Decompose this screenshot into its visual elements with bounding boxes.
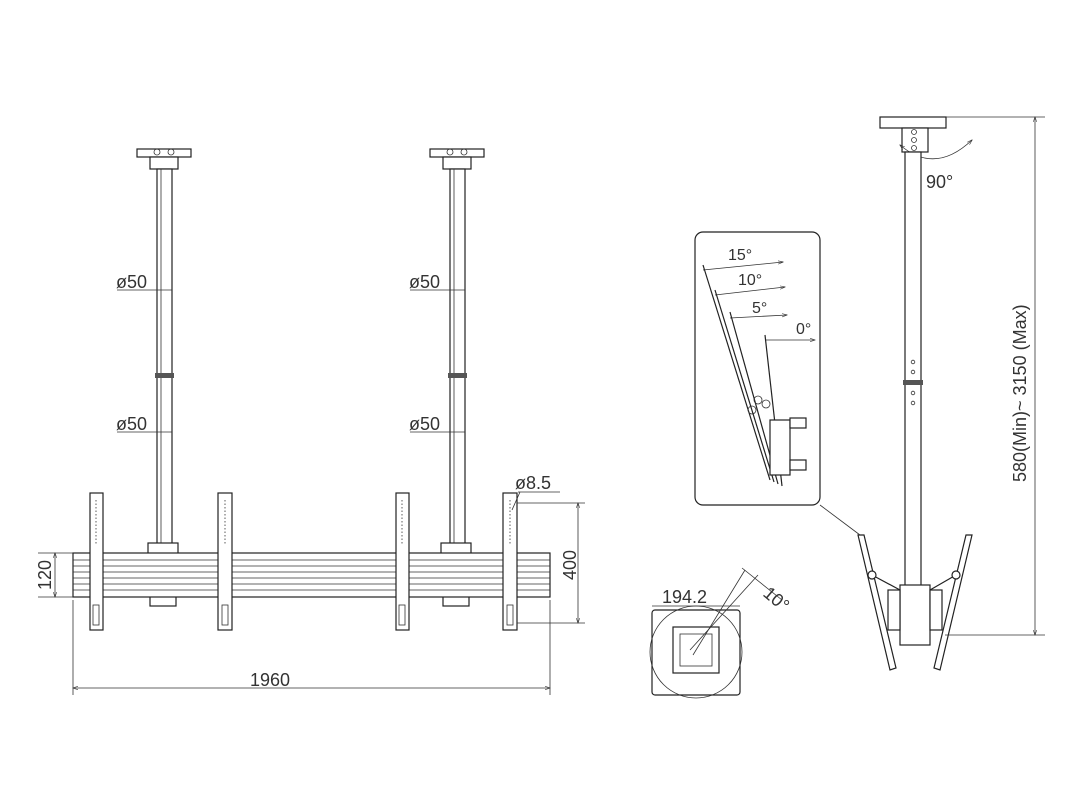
hole-diameter-label: ø8.5	[515, 473, 551, 493]
ceiling-pole-left	[136, 148, 192, 607]
tilt-angle-label: 15°	[728, 247, 752, 264]
total-width-label: 1960	[250, 670, 290, 690]
pole-diameter-label: ø50	[116, 272, 147, 292]
rotation-angle-label: 90°	[926, 172, 953, 192]
pole-diameter-label: ø50	[116, 414, 147, 434]
horizontal-rail	[72, 552, 551, 598]
top-angle-label: 10°	[759, 583, 793, 616]
pole-diameter-label: ø50	[409, 414, 440, 434]
tilt-detail-inset: 15° 10° 5° 0°	[694, 231, 821, 506]
rail-height-label: 120	[35, 560, 55, 590]
tilt-angle-label: 5°	[752, 300, 767, 317]
top-view: 194.2 10°	[649, 567, 793, 699]
side-view: 90° 580(Min)~ 3150 (Max)	[819, 116, 1045, 671]
height-range-label: 580(Min)~ 3150 (Max)	[1010, 304, 1030, 482]
front-view: ø50 ø50 ø50 ø50 ø8.5 120 400 1960	[35, 148, 585, 695]
tilt-angle-label: 0°	[796, 321, 811, 338]
plate-width-label: 194.2	[662, 587, 707, 607]
vertical-brackets	[89, 492, 518, 631]
ceiling-pole-right	[429, 148, 485, 607]
pole-diameter-label: ø50	[409, 272, 440, 292]
tilt-angle-label: 10°	[738, 272, 762, 289]
bracket-height-label: 400	[560, 550, 580, 580]
